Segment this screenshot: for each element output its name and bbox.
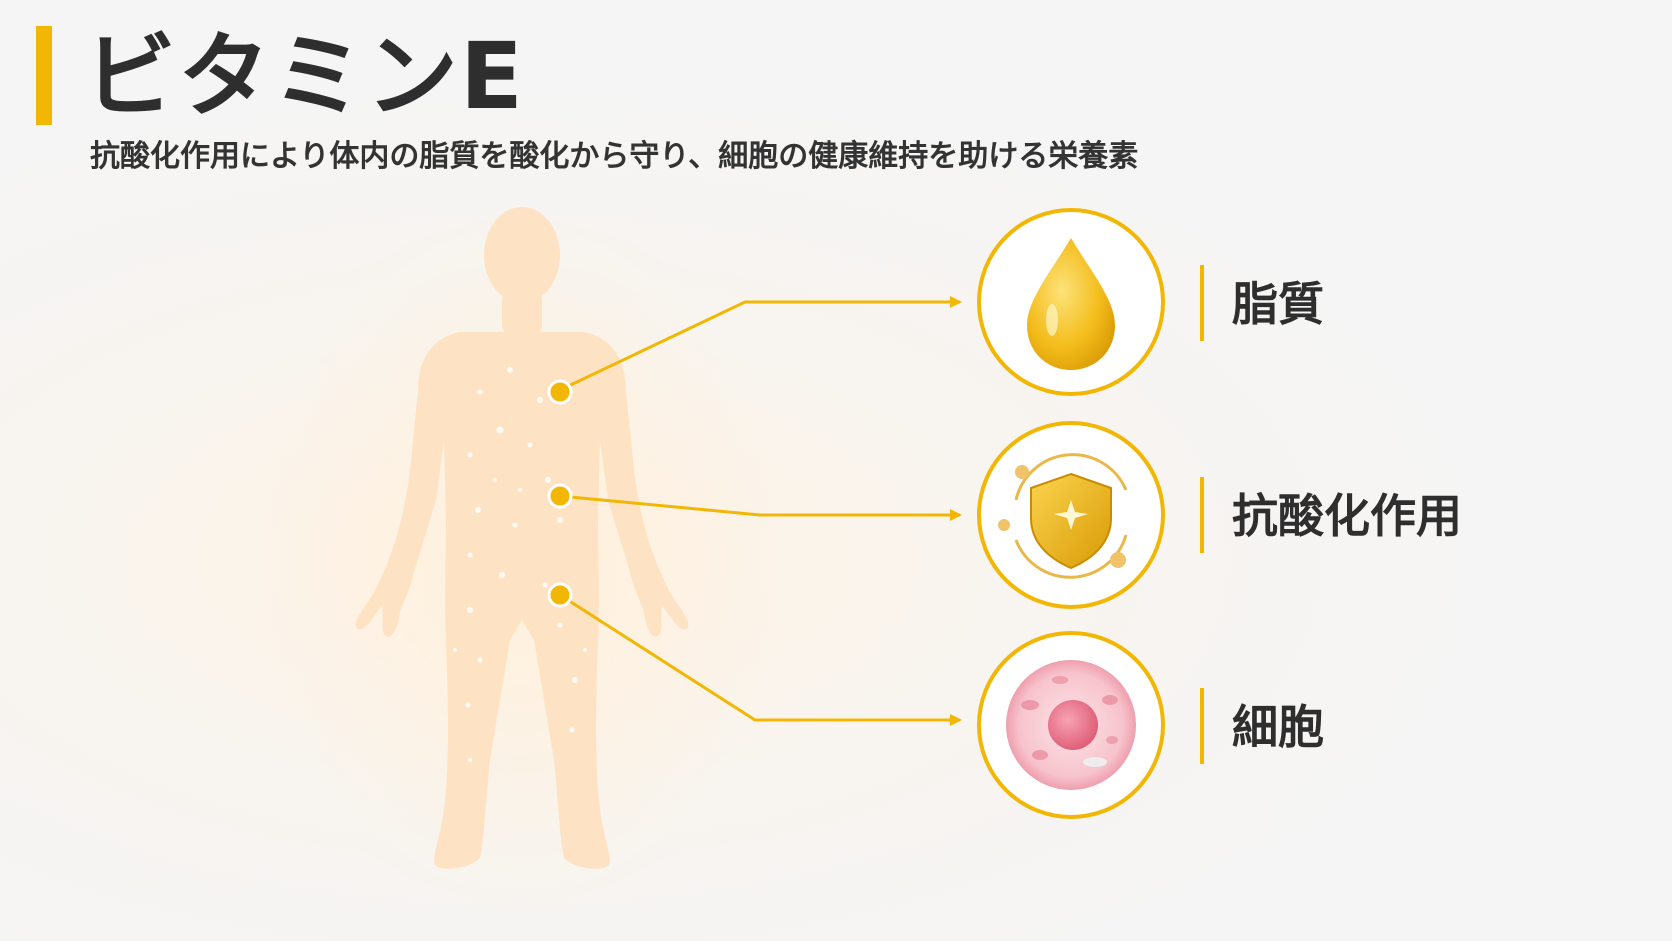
body-sparkles [453,367,587,762]
feature-label-lipid: 脂質 [1232,277,1324,331]
feature-accent-bar [1200,477,1204,553]
shield-icon [977,421,1165,609]
cell-icon [977,631,1165,819]
feature-label-antioxidant: 抗酸化作用 [1232,489,1462,543]
body-point-pelvis [547,582,573,608]
oil-drop-icon [977,208,1165,396]
connector-cell [559,593,962,726]
feature-accent-bar [1200,688,1204,764]
title-accent-bar [36,26,52,125]
feature-label-cell: 細胞 [1232,700,1324,754]
connector-lipid [559,296,962,392]
page-title: ビタミンE [84,23,525,130]
body-point-chest [547,379,573,405]
body-point-abdomen [547,483,573,509]
human-body-silhouette [355,207,689,869]
page-subtitle: 抗酸化作用により体内の脂質を酸化から守り、細胞の健康維持を助ける栄養素 [90,139,1139,174]
feature-accent-bar [1200,265,1204,341]
connector-antioxidant [559,494,962,521]
